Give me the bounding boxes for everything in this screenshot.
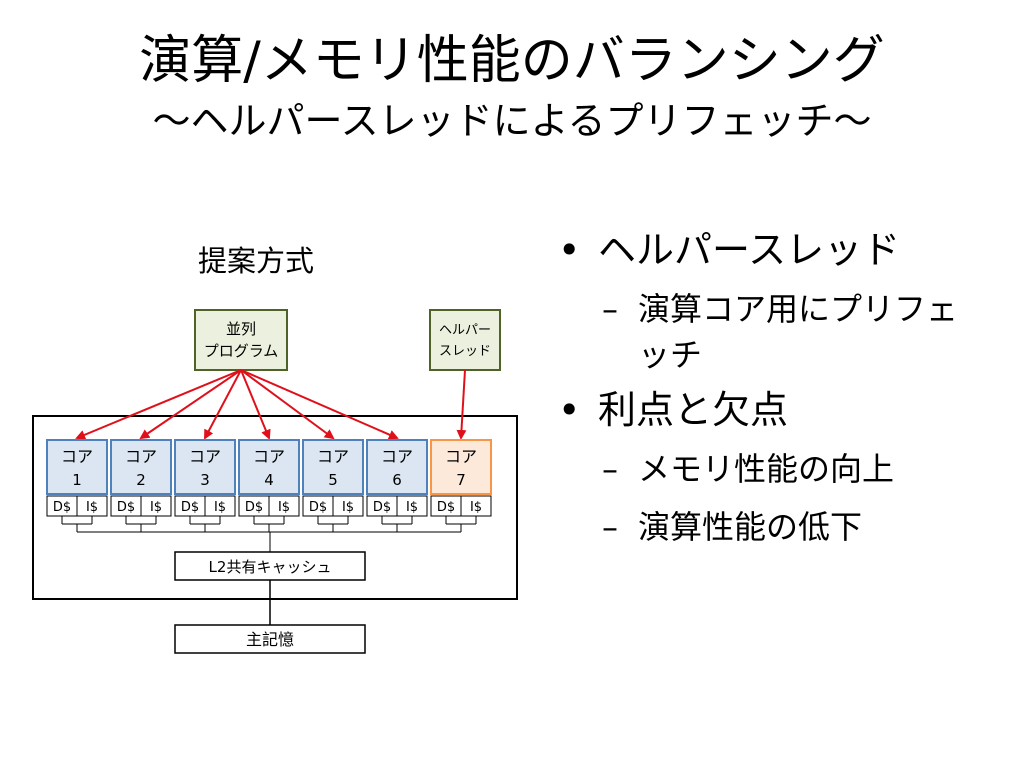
dcache-1: D$ (46, 495, 78, 517)
core-1: コア 1D$ I$ (46, 439, 108, 517)
dcache-7: D$ (430, 495, 462, 517)
bullet-text: ヘルパースレッド (598, 228, 901, 272)
diagram-caption: 提案方式 (198, 244, 315, 278)
l2-cache-label: L2共有キャッシュ (209, 558, 332, 576)
main-memory-box: 主記憶 (174, 624, 366, 654)
core-number: 1 (72, 471, 82, 489)
dcache-label: D$ (181, 500, 199, 515)
core-number: 4 (264, 471, 274, 489)
core-label: コア (445, 447, 477, 466)
sub-bullet-marker: – (602, 508, 618, 546)
helper-thread-label-line2: スレッド (439, 344, 491, 359)
helper-thread-box: ヘルパー スレッド (429, 309, 501, 371)
bullet-list: •ヘルパースレッド–演算コア用にプリフェッチ•利点と欠点–メモリ性能の向上–演算… (558, 222, 978, 550)
l2-cache-box: L2共有キャッシュ (174, 551, 366, 581)
sub-bullet-item: –メモリ性能の向上 (558, 446, 978, 492)
dcache-4: D$ (238, 495, 270, 517)
core-label: コア (189, 447, 221, 466)
icache-5: I$ (332, 495, 364, 517)
sub-bullet-text: メモリ性能の向上 (638, 450, 895, 488)
core-7: コア 7D$ I$ (430, 439, 492, 517)
core-number: 3 (200, 471, 210, 489)
icache-2: I$ (140, 495, 172, 517)
dispatch-arrow (75, 369, 242, 440)
dispatch-arrow (456, 369, 467, 440)
dispatch-arrow (240, 369, 399, 440)
dcache-label: D$ (245, 500, 263, 515)
icache-3: I$ (204, 495, 236, 517)
icache-4: I$ (268, 495, 300, 517)
icache-1: I$ (76, 495, 108, 517)
slide-subtitle: 〜ヘルパースレッドによるプリフェッチ〜 (152, 99, 872, 143)
core-label: コア (253, 447, 285, 466)
core-6: コア 6D$ I$ (366, 439, 428, 517)
dispatch-arrow (240, 369, 271, 440)
parallel-program-label-line1: 並列 (226, 320, 256, 338)
dispatch-arrow (204, 369, 242, 440)
icache-label: I$ (342, 500, 354, 515)
sub-bullet-marker: – (602, 290, 618, 328)
core-array: コア1D$I$コア2D$I$コア3D$I$コア4D$I$コア5D$I$コア6D$… (46, 439, 492, 517)
dispatch-arrow (139, 369, 242, 440)
dcache-label: D$ (53, 500, 71, 515)
icache-label: I$ (406, 500, 418, 515)
bullet-item: • 利点と欠点 (558, 382, 978, 438)
cache-bus (61, 516, 477, 552)
dcache-2: D$ (110, 495, 142, 517)
helper-thread-label-line1: ヘルパー (439, 323, 491, 338)
icache-label: I$ (470, 500, 482, 515)
core-5: コア 5D$ I$ (302, 439, 364, 517)
bullet-item: • ヘルパースレッド (558, 222, 978, 278)
core-label: コア (61, 447, 93, 466)
core-label: コア (381, 447, 413, 466)
main-memory-label: 主記憶 (246, 630, 294, 649)
chip-boundary (32, 415, 518, 600)
core-number: 6 (392, 471, 402, 489)
core-number: 2 (136, 471, 146, 489)
bullet-marker: • (558, 228, 581, 272)
sub-bullet-text: 演算性能の低下 (638, 508, 863, 546)
bullet-marker: • (558, 388, 581, 432)
core-number: 5 (328, 471, 338, 489)
sub-bullet-item: –演算性能の低下 (558, 504, 978, 550)
sub-bullet-marker: – (602, 450, 618, 488)
icache-label: I$ (214, 500, 226, 515)
dcache-label: D$ (309, 500, 327, 515)
dcache-6: D$ (366, 495, 398, 517)
dispatch-arrow (240, 369, 335, 440)
sub-bullet-item: –演算コア用にプリフェッチ (558, 286, 978, 378)
core-2: コア 2D$ I$ (110, 439, 172, 517)
core-label: コア (125, 447, 157, 466)
core-label: コア (317, 447, 349, 466)
icache-label: I$ (150, 500, 162, 515)
icache-6: I$ (396, 495, 428, 517)
bullet-text: 利点と欠点 (598, 388, 789, 432)
slide-title: 演算/メモリ性能のバランシング (139, 31, 885, 91)
parallel-program-box: 並列 プログラム (194, 309, 288, 371)
core-4: コア 4D$ I$ (238, 439, 300, 517)
dispatch-arrows (75, 369, 467, 440)
parallel-program-label-line2: プログラム (204, 342, 279, 360)
core-3: コア 3D$ I$ (174, 439, 236, 517)
dcache-label: D$ (437, 500, 455, 515)
icache-label: I$ (86, 500, 98, 515)
core-number: 7 (456, 471, 466, 489)
dcache-label: D$ (117, 500, 135, 515)
icache-label: I$ (278, 500, 290, 515)
dcache-5: D$ (302, 495, 334, 517)
sub-bullet-text: 演算コア用にプリフェッチ (638, 290, 959, 374)
icache-7: I$ (460, 495, 492, 517)
dcache-label: D$ (373, 500, 391, 515)
dcache-3: D$ (174, 495, 206, 517)
